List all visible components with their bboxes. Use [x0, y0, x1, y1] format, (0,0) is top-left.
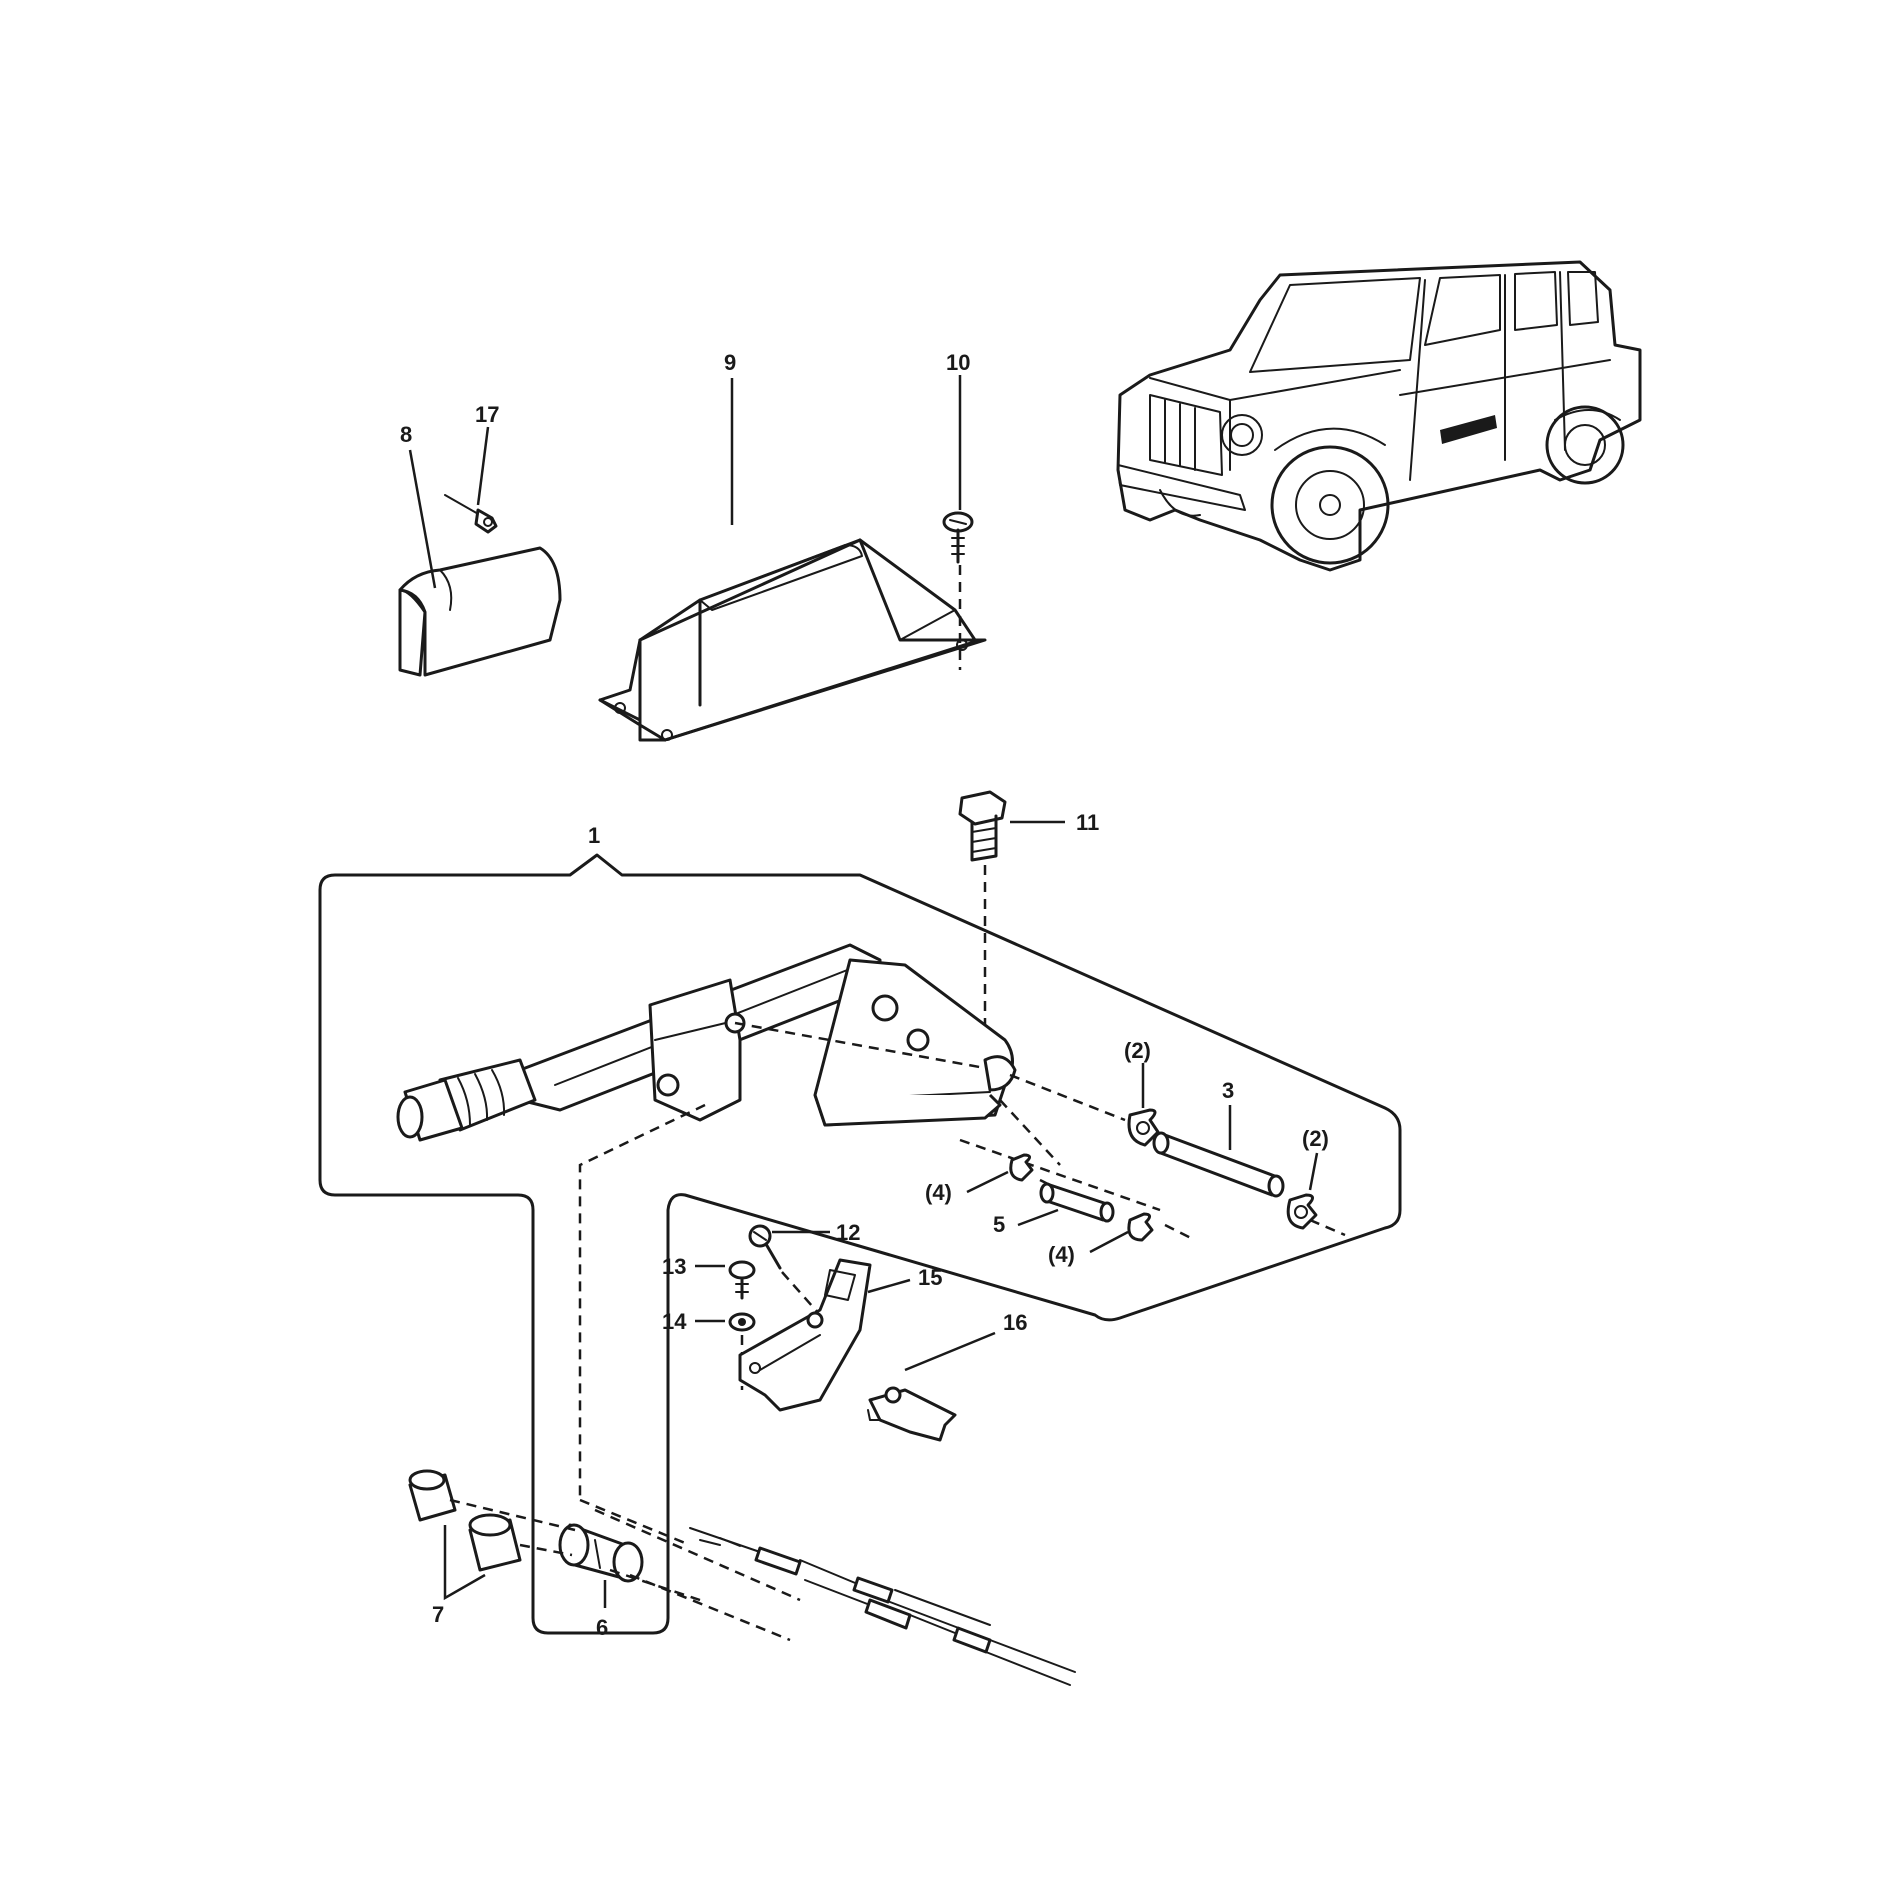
brake-cable-upper — [689, 1527, 991, 1639]
part-15-bracket — [738, 1258, 872, 1412]
leader-4b — [1089, 1230, 1129, 1254]
callout-11: 11 — [1076, 810, 1099, 835]
callout-4a: (4) — [925, 1180, 952, 1205]
leader-15 — [867, 1278, 911, 1294]
callout-2b: (2) — [1302, 1126, 1329, 1151]
callout-7: 7 — [432, 1602, 444, 1627]
part-10-screw — [942, 511, 974, 670]
part-8-cover-sleeve — [398, 546, 562, 677]
callout-6: 6 — [596, 1615, 608, 1640]
callout-13: 13 — [662, 1254, 686, 1279]
part-3-long-pin — [1152, 1131, 1285, 1198]
callout-17: 17 — [475, 402, 499, 427]
callout-3: 3 — [1222, 1078, 1234, 1103]
handbrake-lever — [396, 943, 1017, 1142]
callout-9: 9 — [724, 350, 736, 375]
assembly-1-grouping-frame — [318, 853, 1402, 1635]
callout-8: 8 — [400, 422, 412, 447]
leader-17 — [476, 426, 490, 506]
callout-4b: (4) — [1048, 1242, 1075, 1267]
callout-5: 5 — [993, 1212, 1005, 1237]
callout-10: 10 — [946, 350, 970, 375]
leader-8 — [408, 449, 437, 589]
part-16-clip-bracket — [867, 1386, 957, 1442]
part-9-tunnel-cover — [598, 538, 987, 742]
leader-2b — [1308, 1152, 1319, 1191]
part-11-bolt — [958, 790, 1007, 1065]
part-17-pin — [444, 494, 498, 534]
leader-16 — [904, 1331, 996, 1372]
part-2-clip-left — [1127, 1108, 1160, 1147]
part-12-screw — [748, 1224, 821, 1316]
part-5-short-pin — [1039, 1182, 1115, 1223]
callout-2a: (2) — [1124, 1038, 1151, 1063]
callout-15: 15 — [918, 1265, 942, 1290]
part-2-clip-right — [1286, 1193, 1318, 1230]
leader-4a — [966, 1170, 1009, 1194]
part-7-bushing-upper — [408, 1469, 457, 1522]
callout-1: 1 — [588, 823, 600, 848]
part-4-clip-upper — [1009, 1153, 1034, 1182]
callout-14: 14 — [662, 1309, 687, 1334]
callout-16: 16 — [1003, 1310, 1027, 1335]
leader-7 — [443, 1525, 486, 1601]
part-13-screw — [728, 1260, 756, 1300]
part-14-washer — [728, 1312, 756, 1390]
callout-12: 12 — [836, 1220, 860, 1245]
part-4-clip-lower — [1127, 1212, 1154, 1242]
leader-5 — [1017, 1208, 1059, 1227]
part-7-bushing-lower — [468, 1513, 522, 1572]
part-6-equalizer — [558, 1523, 644, 1583]
vehicle-illustration — [1116, 260, 1642, 572]
brake-cable-lower — [804, 1579, 1076, 1686]
